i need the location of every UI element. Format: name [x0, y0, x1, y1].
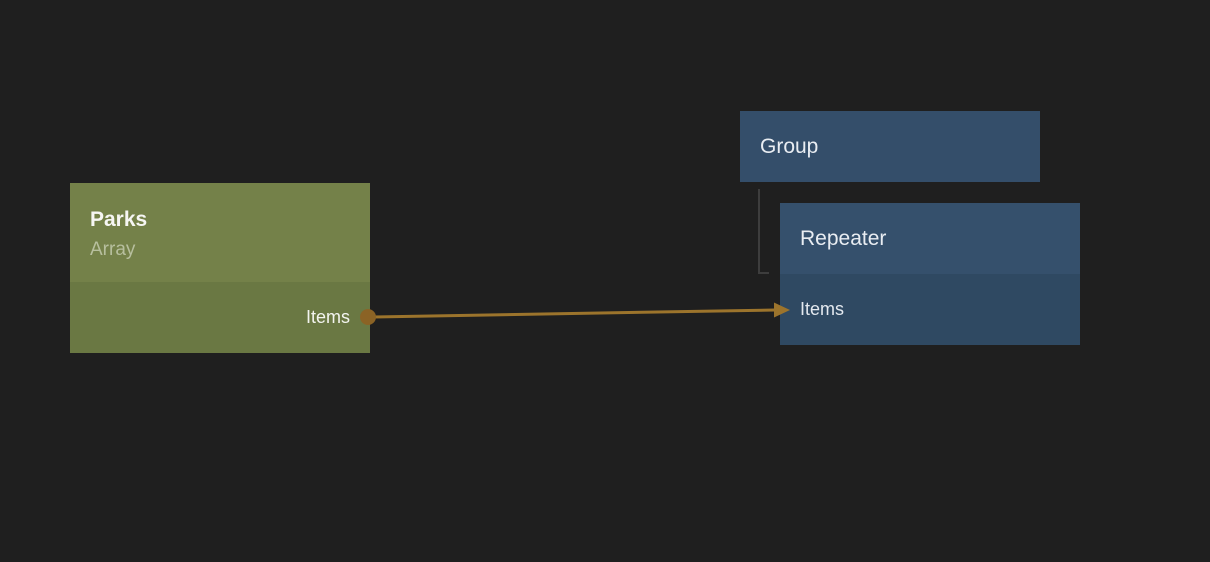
node-group-title: Group [760, 134, 819, 158]
node-parks-title: Parks [90, 208, 148, 231]
node-repeater-items-label: Items [800, 299, 845, 319]
node-parks-items-row[interactable]: Items [70, 282, 370, 353]
node-repeater-items-row[interactable]: Items [780, 274, 1080, 345]
node-parks-subtitle: Array [90, 239, 136, 260]
node-parks[interactable]: Parks Array Items [70, 183, 370, 353]
node-parks-items-label: Items [305, 307, 350, 327]
group-repeater-child-link [758, 189, 769, 274]
node-repeater-title: Repeater [800, 226, 887, 250]
node-repeater-header[interactable]: Repeater [780, 203, 1080, 274]
node-parks-header[interactable]: Parks Array [70, 183, 370, 282]
node-group[interactable]: Group [740, 111, 1040, 182]
parks-to-repeater-wire[interactable] [371, 308, 776, 319]
node-repeater[interactable]: Repeater Items [780, 203, 1080, 345]
